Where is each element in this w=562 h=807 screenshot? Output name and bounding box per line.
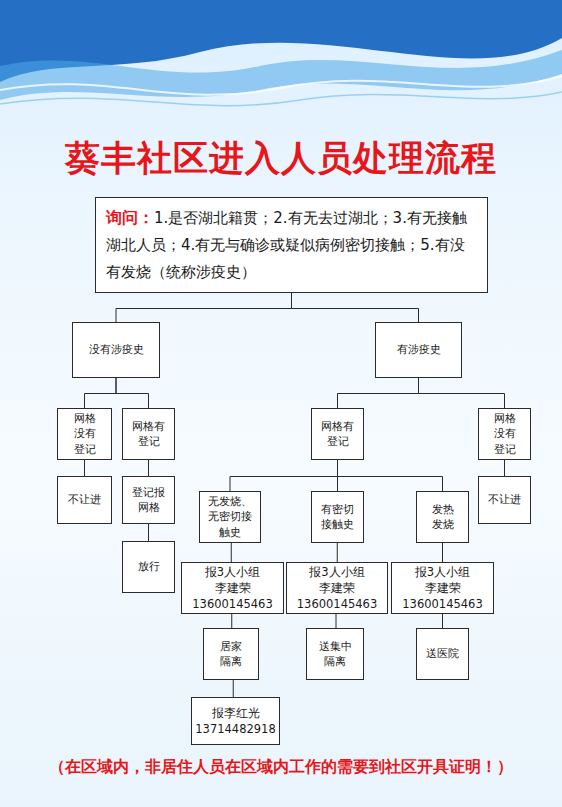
wave-light xyxy=(0,50,562,100)
wave-line xyxy=(0,76,562,95)
box-label: 有密切接触史 xyxy=(320,502,355,533)
box-label: 居家隔离 xyxy=(219,639,243,670)
footer-note: （在区域内，非居住人员在区域内工作的需要到社区开具证明！） xyxy=(0,755,562,779)
connector xyxy=(338,378,419,408)
box-label: 没有涉疫史 xyxy=(76,342,156,357)
box-label: 网格有登记 xyxy=(320,419,355,450)
box-label: 网格有登记 xyxy=(131,419,166,450)
box-label: 网格没有登记 xyxy=(73,411,97,457)
process-box: 网格没有登记 xyxy=(57,408,112,460)
process-box: 不让进 xyxy=(478,476,531,524)
wave-banner xyxy=(0,0,562,130)
box-label: 网格没有登记 xyxy=(493,411,517,457)
box-label: 不让进 xyxy=(482,492,527,507)
process-box: 报3人小组 李建荣 13600145463 xyxy=(286,562,388,614)
process-box: 发热发烧 xyxy=(416,491,469,543)
box-label: 有涉疫史 xyxy=(379,342,459,357)
connector xyxy=(442,614,443,628)
process-box: 送医院 xyxy=(416,628,469,680)
box-label: 不让进 xyxy=(62,492,107,507)
box-label: 报3人小组 李建荣 13600145463 xyxy=(401,564,485,612)
box-label: 报李红光 13714482918 xyxy=(195,705,277,737)
process-box: 网格没有登记 xyxy=(478,408,531,460)
box-label: 发热发烧 xyxy=(431,502,455,533)
connector xyxy=(116,293,292,322)
process-box: 不让进 xyxy=(57,476,112,524)
box-label: 报3人小组 李建荣 13600145463 xyxy=(191,564,275,612)
process-box: 网格有登记 xyxy=(122,408,175,460)
connector xyxy=(292,293,419,322)
wave-line xyxy=(0,92,562,106)
connector xyxy=(233,680,234,697)
connector xyxy=(230,460,338,491)
connector xyxy=(231,543,232,562)
process-box: 报李红光 13714482918 xyxy=(191,697,280,745)
process-box: 无发烧、无密切接触史 xyxy=(199,491,261,543)
box-label: 无发烧、无密切接触史 xyxy=(207,494,253,540)
process-box: 放行 xyxy=(122,541,175,593)
connector xyxy=(419,378,505,408)
connector xyxy=(336,614,337,628)
connector xyxy=(338,460,443,491)
process-box: 送集中隔离 xyxy=(306,628,364,680)
connector xyxy=(504,460,505,476)
process-box: 报3人小组 李建荣 13600145463 xyxy=(181,562,284,614)
connector xyxy=(84,460,85,476)
question-box: 询问：1.是否湖北籍贯；2.有无去过湖北；3.有无接触湖北人员；4.有无与确诊或… xyxy=(95,197,488,293)
question-text: 询问：1.是否湖北籍贯；2.有无去过湖北；3.有无接触湖北人员；4.有无与确诊或… xyxy=(106,204,478,286)
box-label: 送集中隔离 xyxy=(318,639,353,670)
connector xyxy=(85,378,117,408)
connector xyxy=(337,543,338,562)
box-label: 报3人小组 李建荣 13600145463 xyxy=(295,564,379,612)
process-box: 居家隔离 xyxy=(203,628,259,680)
process-box: 没有涉疫史 xyxy=(72,322,160,378)
connector xyxy=(116,378,149,408)
title: 葵丰社区进入人员处理流程 xyxy=(0,136,562,180)
process-box: 报3人小组 李建荣 13600145463 xyxy=(391,562,494,614)
question-heading: 询问： xyxy=(106,208,154,227)
process-box: 有涉疫史 xyxy=(375,322,462,378)
box-label: 放行 xyxy=(126,559,171,574)
connector xyxy=(148,460,149,476)
box-label: 送医院 xyxy=(420,646,465,661)
box-label: 登记报网格 xyxy=(131,485,166,516)
process-box: 有密切接触史 xyxy=(311,491,364,543)
connector xyxy=(442,543,443,562)
connector xyxy=(231,614,232,628)
process-box: 登记报网格 xyxy=(122,476,175,524)
process-box: 网格有登记 xyxy=(311,408,364,460)
connector xyxy=(148,524,149,541)
question-body: 1.是否湖北籍贯；2.有无去过湖北；3.有无接触湖北人员；4.有无与确诊或疑似病… xyxy=(106,209,467,281)
